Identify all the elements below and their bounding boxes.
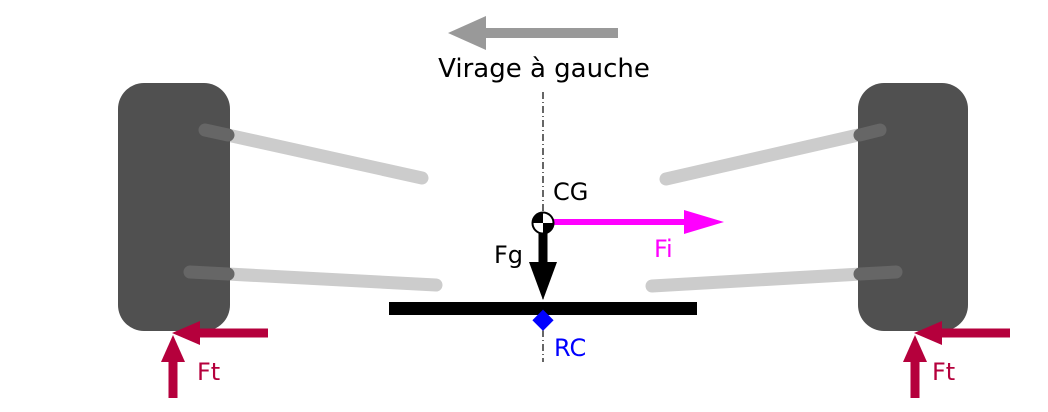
gravity-force-arrow <box>529 230 557 300</box>
direction-label: Virage à gauche <box>438 54 650 84</box>
right-tire-vertical-force-arrow <box>903 335 927 398</box>
roll-center-marker <box>532 309 554 331</box>
fi-label: Fi <box>654 235 673 263</box>
cg-label: CG <box>553 178 588 206</box>
left-tire <box>118 83 230 331</box>
right-tire-lateral-force-arrow <box>914 321 1010 345</box>
rc-label: RC <box>554 334 586 362</box>
left-upper-arm <box>198 123 429 185</box>
right-upper-arm-joint <box>853 123 887 142</box>
left-tire-lateral-force-arrow <box>172 321 268 345</box>
axle-bar <box>389 302 697 315</box>
fg-label: Fg <box>494 241 523 269</box>
left-upper-arm-joint <box>198 123 235 142</box>
ft-right-label: Ft <box>932 358 955 386</box>
inertia-force-arrow <box>552 210 724 234</box>
direction-arrow <box>448 16 618 50</box>
right-upper-arm <box>659 123 887 186</box>
right-lower-arm-joint <box>853 265 903 281</box>
left-tire-vertical-force-arrow <box>161 335 185 398</box>
ft-left-label: Ft <box>197 358 220 386</box>
cg-symbol <box>531 211 555 235</box>
left-lower-arm-joint <box>183 265 235 281</box>
right-tire <box>858 83 968 331</box>
